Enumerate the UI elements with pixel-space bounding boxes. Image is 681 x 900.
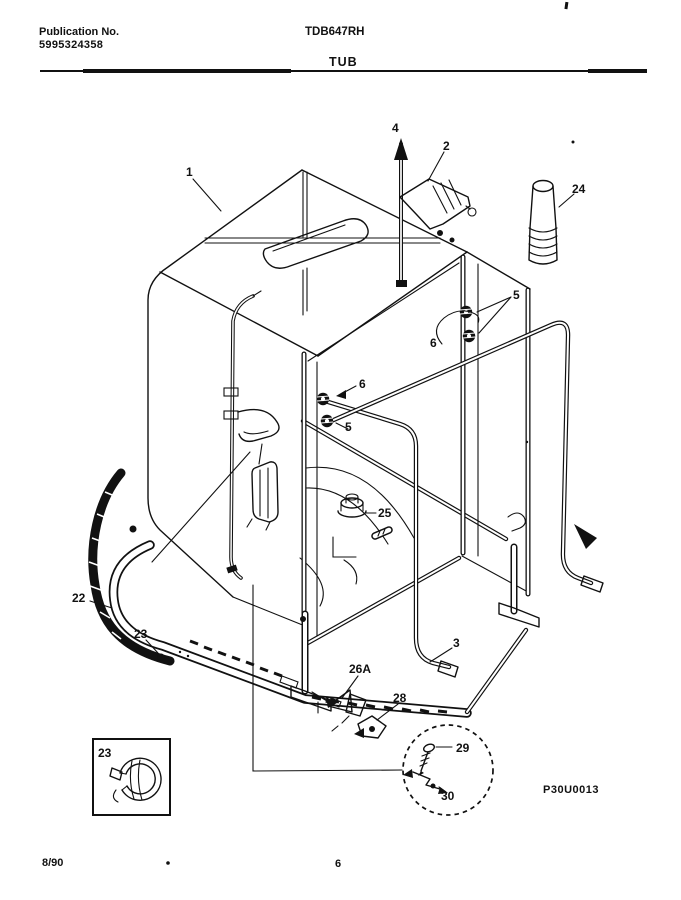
- detail-circle: [252, 584, 494, 816]
- publication-label: Publication No.: [39, 26, 120, 38]
- callout-25: 25: [378, 506, 392, 520]
- fasteners: [316, 305, 480, 428]
- callout-2: 2: [443, 139, 450, 153]
- callout-6-right: 6: [430, 336, 437, 350]
- fill-tube-assembly: [151, 290, 280, 580]
- model-number: TDB647RH: [305, 26, 365, 38]
- diagram-title: TUB: [329, 55, 358, 69]
- mounting-bracket: [399, 178, 477, 230]
- header-rule-thick-right: [588, 69, 647, 73]
- callout-22: 22: [72, 591, 86, 605]
- callout-5-right: 5: [513, 288, 520, 302]
- sump-grommet: [337, 493, 389, 536]
- base-frame: [113, 512, 540, 713]
- callout-23-hose: 23: [134, 627, 148, 641]
- callout-4: 4: [392, 121, 399, 135]
- drain-hose: [88, 468, 175, 666]
- callout-3: 3: [453, 636, 460, 650]
- callout-24: 24: [572, 182, 586, 196]
- callouts: 1 4 2 24 5 6 6 5 25 22 23 3 26A 28 29 30…: [72, 121, 599, 803]
- header-rule-thick-left: [83, 69, 291, 73]
- callout-5-mid: 5: [345, 420, 352, 434]
- door-opening-frame: [304, 251, 531, 646]
- callout-29: 29: [456, 741, 470, 755]
- callout-26A: 26A: [349, 662, 371, 676]
- detail-box-clamp: [92, 738, 171, 816]
- drawing-number: P30U0013: [543, 784, 599, 796]
- print-specks: [166, 1, 575, 865]
- tub-body: [147, 169, 468, 627]
- header-rule: [40, 70, 647, 72]
- callout-23-detail: 23: [98, 746, 112, 760]
- bottom-brackets: [311, 689, 387, 739]
- fill-rod: [394, 138, 455, 287]
- callout-30: 30: [441, 789, 455, 803]
- callout-1: 1: [186, 165, 193, 179]
- rack-rails: [325, 323, 604, 678]
- callout-28: 28: [393, 691, 407, 705]
- callout-6-mid: 6: [359, 377, 366, 391]
- page-number: 6: [335, 858, 342, 870]
- publication-number: 5995324358: [39, 39, 104, 51]
- coil-hose: [528, 179, 558, 265]
- revision-date: 8/90: [42, 857, 64, 869]
